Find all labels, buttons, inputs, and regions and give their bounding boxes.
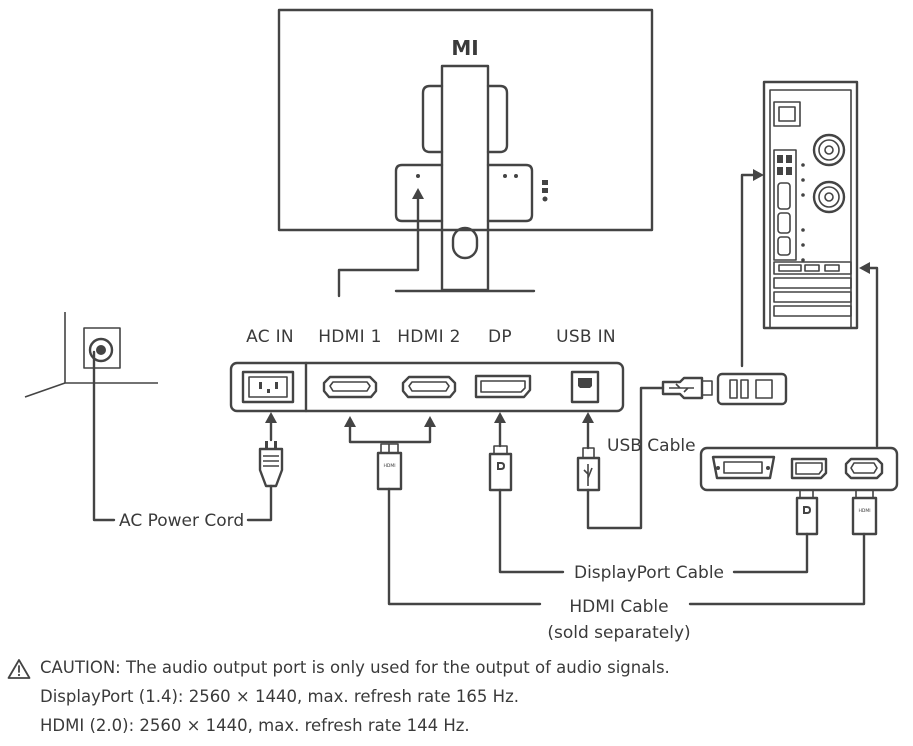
hdmi-cable-monitor-end: HDMI <box>344 416 542 606</box>
cable-management-hole <box>451 226 479 260</box>
wall-outlet <box>24 312 158 398</box>
monitor-stand-column <box>440 64 490 292</box>
pc-graphics-card-bracket <box>773 261 852 275</box>
displayport-symbol-icon <box>497 462 505 470</box>
ac-power-cord-label: AC Power Cord <box>119 511 244 531</box>
graphics-card-outputs <box>699 262 899 492</box>
hdmi-cable-label: HDMI Cable <box>569 597 668 617</box>
warning-triangle-icon <box>7 659 31 679</box>
label-ac-in: AC IN <box>246 327 294 347</box>
pc-power-socket <box>773 101 801 127</box>
displayport-cable-pc-end: DisplayPort Cable <box>574 489 819 583</box>
svg-text:HDMI: HDMI <box>858 508 870 514</box>
pc-hdmi-port <box>844 457 884 480</box>
hdmi-spec-note: HDMI (2.0): 2560 × 1440, max. refresh ra… <box>40 716 470 735</box>
hdmi1-port <box>322 375 378 399</box>
caution-note: CAUTION: The audio output port is only u… <box>40 658 670 677</box>
pc-fan-top <box>812 133 846 167</box>
usb-in-port <box>570 370 600 404</box>
monitor-panel <box>277 8 654 232</box>
label-hdmi1: HDMI 1 <box>318 327 382 347</box>
hdmi-cable-note: (sold separately) <box>547 623 690 643</box>
label-dp: DP <box>488 327 512 347</box>
wall-socket-plate <box>83 327 121 369</box>
label-hdmi2: HDMI 2 <box>397 327 461 347</box>
usb-a-plug <box>661 376 704 400</box>
dp-plug-pc <box>795 496 819 536</box>
monitor-io-panel-right <box>486 163 534 223</box>
dp-plug-monitor <box>488 452 513 492</box>
displayport-spec-note: DisplayPort (1.4): 2560 × 1440, max. ref… <box>40 687 519 706</box>
usb-symbol-icon <box>583 464 593 486</box>
monitor-io-panel-left <box>394 163 444 223</box>
hdmi-plug-monitor <box>376 451 403 491</box>
displayport-cable-monitor-end <box>488 412 565 574</box>
monitor-rear-view: MI <box>277 8 654 298</box>
pc-tower <box>762 80 859 330</box>
svg-text:HDMI: HDMI <box>383 463 395 469</box>
hdmi-cable-pc-end: HDMI HDMI Cable (sold separately) <box>547 489 878 643</box>
pc-fan-bottom <box>812 180 846 214</box>
hdmi-plug-pc <box>851 496 878 536</box>
ac-power-cord: AC Power Cord <box>92 350 284 531</box>
monitor-logo: MI <box>451 36 478 60</box>
dp-port <box>474 374 532 399</box>
monitor-port-panel <box>229 361 625 413</box>
hdmi2-port <box>401 375 457 399</box>
ac-plug <box>258 447 284 488</box>
displayport-cable-label: DisplayPort Cable <box>574 563 724 583</box>
pc-usb-ports <box>716 169 788 406</box>
monitor-side-buttons <box>542 180 548 185</box>
usb-cable-label: USB Cable <box>607 436 696 456</box>
pc-dp-port <box>790 457 828 480</box>
pc-io-shield <box>773 149 797 261</box>
label-usb-in: USB IN <box>556 327 616 347</box>
dvi-port <box>711 455 776 480</box>
usb-cable: USB Cable <box>576 376 713 530</box>
ac-in-port <box>241 370 295 404</box>
